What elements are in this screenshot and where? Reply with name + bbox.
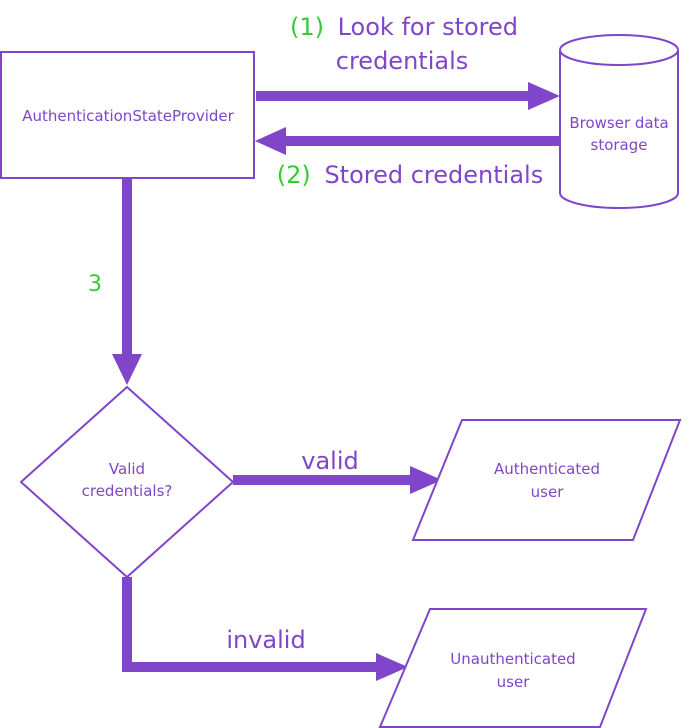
step1-text-line2: credentials [336, 47, 468, 75]
unauthenticated-user-box [378, 608, 648, 728]
authenticated-label-line2: user [531, 483, 565, 501]
valid-label: valid [301, 447, 358, 475]
arrow-invalid [122, 577, 408, 681]
browser-storage-label-line2: storage [591, 136, 648, 154]
step1-label-line1: (1) Look for stored [290, 13, 518, 41]
arrow-stored-credentials [255, 127, 560, 155]
authenticated-label-line1: Authenticated [494, 460, 600, 478]
arrow-look-for-credentials [256, 82, 560, 110]
unauthenticated-label-line2: user [497, 673, 531, 691]
step2-number: (2) [277, 161, 311, 189]
step1-number: (1) [290, 13, 324, 41]
authenticated-user-box [411, 419, 682, 541]
invalid-label: invalid [226, 626, 305, 654]
browser-storage-label-line1: Browser data [569, 114, 668, 132]
auth-state-provider-box [0, 51, 255, 179]
arrow-step3 [112, 178, 142, 385]
step1-text-line1: Look for stored [338, 13, 518, 41]
browser-storage-cylinder [559, 34, 679, 209]
step2-text: Stored credentials [324, 161, 543, 189]
step2-label: (2) Stored credentials [277, 161, 543, 189]
unauthenticated-label-line1: Unauthenticated [450, 650, 575, 668]
decision-label-line1: Valid [109, 460, 145, 478]
decision-label-line2: credentials? [82, 482, 173, 500]
arrow-valid [233, 466, 442, 494]
auth-state-provider-label: AuthenticationStateProvider [22, 107, 234, 125]
step3-number: 3 [88, 272, 102, 297]
